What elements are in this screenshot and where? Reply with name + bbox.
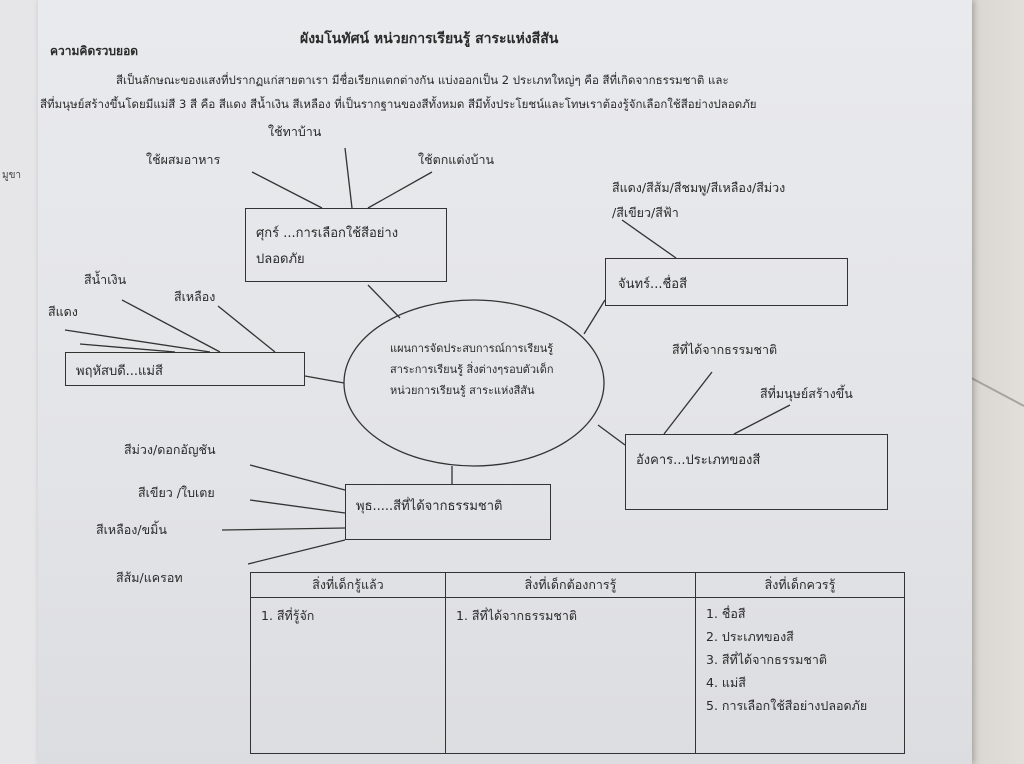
monday-branch-2: /สีเขียว/สีฟ้า <box>612 205 679 220</box>
tuesday-box: อังคาร...ประเภทของสี <box>625 434 888 510</box>
intro-line-2: สีที่มนุษย์สร้างขึ้นโดยมีแม่สี 3 สี คือ … <box>40 97 757 111</box>
kwl-table: สิ่งที่เด็กรู้แล้ว สิ่งที่เด็กต้องการรู้… <box>250 572 905 754</box>
friday-branch-decorate: ใช้ตกแต่งบ้าน <box>418 152 495 167</box>
center-line-3: หน่วยการเรียนรู้ สาระแห่งสีสัน <box>390 384 535 397</box>
tuesday-branch-manmade: สีที่มนุษย์สร้างขึ้น <box>760 386 853 401</box>
monday-branch-1: สีแดง/สีส้ม/สีชมพู/สีเหลือง/สีม่วง <box>612 180 786 195</box>
known-item-1: 1. สีที่รู้จัก <box>261 608 315 623</box>
tuesday-branch-natural: สีที่ได้จากธรรมชาติ <box>672 342 778 357</box>
wednesday-branch-green: สีเขียว /ใบเตย <box>138 485 215 500</box>
friday-label-1: ศุกร์ ...การเลือกใช้สีอย่าง <box>256 226 399 241</box>
table-cell-should: 1. ชื่อสี 2. ประเภทของสี 3. สีที่ได้จากธ… <box>695 597 905 754</box>
center-topic: แผนการจัดประสบการณ์การเรียนรู้ สาระการเร… <box>390 338 580 401</box>
table-header-want: สิ่งที่เด็กต้องการรู้ <box>445 572 696 598</box>
page-title: ผังมโนทัศน์ หน่วยการเรียนรู้ สาระแห่งสีส… <box>300 31 559 47</box>
should-item-2: 2. ประเภทของสี <box>706 629 794 644</box>
thursday-branch-yellow: สีเหลือง <box>174 289 216 304</box>
intro-line-1: สีเป็นลักษณะของแสงที่ปรากฏแก่สายตาเรา มี… <box>116 73 729 87</box>
center-line-2: สาระการเรียนรู้ สิ่งต่างๆรอบตัวเด็ก <box>390 363 554 376</box>
center-line-1: แผนการจัดประสบการณ์การเรียนรู้ <box>390 342 554 355</box>
friday-branch-paint: ใช้ทาบ้าน <box>268 124 322 139</box>
intro-paragraph: สีเป็นลักษณะของแสงที่ปรากฏแก่สายตาเรา มี… <box>40 68 920 116</box>
want-item-1: 1. สีที่ได้จากธรรมชาติ <box>456 608 578 623</box>
wednesday-label: พุธ.....สีที่ได้จากธรรมชาติ <box>356 499 503 514</box>
wednesday-branch-yellow: สีเหลือง/ขมิ้น <box>96 522 167 537</box>
friday-branch-food: ใช้ผสมอาหาร <box>146 152 221 167</box>
wednesday-branch-purple: สีม่วง/ดอกอัญชัน <box>124 442 216 457</box>
thursday-label: พฤหัสบดี...แม่สี <box>76 364 163 379</box>
wednesday-branch-orange: สีส้ม/แครอท <box>116 570 183 585</box>
friday-box: ศุกร์ ...การเลือกใช้สีอย่าง ปลอดภัย <box>245 208 447 282</box>
table-header-should: สิ่งที่เด็กควรรู้ <box>695 572 905 598</box>
should-item-4: 4. แม่สี <box>706 675 746 690</box>
table-header-known: สิ่งที่เด็กรู้แล้ว <box>250 572 446 598</box>
table-cell-known: 1. สีที่รู้จัก <box>250 597 446 754</box>
tuesday-label: อังคาร...ประเภทของสี <box>636 453 761 468</box>
table-cell-want: 1. สีที่ได้จากธรรมชาติ <box>445 597 696 754</box>
monday-box: จันทร์...ชื่อสี <box>605 258 848 306</box>
thursday-branch-red: สีแดง <box>48 304 78 319</box>
thursday-branch-blue: สีน้ำเงิน <box>84 272 127 287</box>
monday-label: จันทร์...ชื่อสี <box>618 277 688 292</box>
concept-heading: ความคิดรวบยอด <box>50 44 139 58</box>
thursday-box: พฤหัสบดี...แม่สี <box>65 352 305 386</box>
should-item-3: 3. สีที่ได้จากธรรมชาติ <box>706 652 828 667</box>
friday-label-2: ปลอดภัย <box>256 252 305 267</box>
should-item-1: 1. ชื่อสี <box>706 606 746 621</box>
side-fragment: มูขา <box>2 170 22 181</box>
wednesday-box: พุธ.....สีที่ได้จากธรรมชาติ <box>345 484 551 540</box>
back-page: มูขา <box>0 0 41 764</box>
should-item-5: 5. การเลือกใช้สีอย่างปลอดภัย <box>706 698 868 713</box>
